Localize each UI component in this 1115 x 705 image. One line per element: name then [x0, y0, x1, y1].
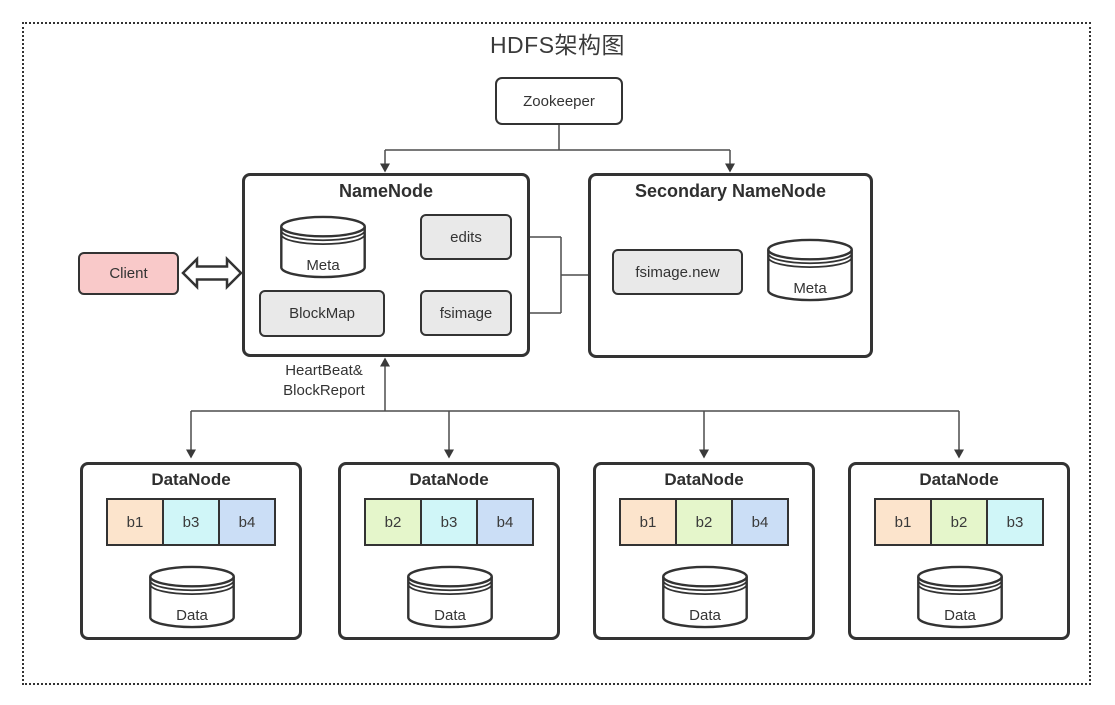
data-label: Data [176, 607, 208, 624]
block-label: b4 [238, 513, 256, 531]
namenode-meta-cylinder: Meta [278, 215, 368, 279]
namenode-box: NameNode Meta edits BlockMap fsimage [242, 173, 530, 357]
block-b1: b1 [106, 498, 164, 546]
datanode-box-3: DataNode b1 b2 b4 Data [593, 462, 815, 640]
block-row: b2 b3 b4 [341, 498, 557, 546]
namenode-meta-label: Meta [306, 257, 340, 274]
block-row: b1 b2 b3 [851, 498, 1067, 546]
datanode-title: DataNode [409, 470, 489, 489]
block-b3: b3 [162, 498, 220, 546]
secondary-meta-label: Meta [793, 280, 827, 297]
data-cylinder: Data [915, 565, 1005, 629]
block-label: b3 [440, 513, 458, 531]
block-b3: b3 [420, 498, 478, 546]
block-label: b2 [384, 513, 402, 531]
fsimage-new-box: fsimage.new [612, 249, 743, 295]
zookeeper-label: Zookeeper [523, 92, 595, 110]
block-label: b2 [950, 513, 968, 531]
data-cylinder: Data [405, 565, 495, 629]
block-label: b1 [126, 513, 144, 531]
data-label: Data [689, 607, 721, 624]
block-b1: b1 [619, 498, 677, 546]
block-label: b3 [1006, 513, 1024, 531]
block-label: b1 [639, 513, 657, 531]
fsimage-box: fsimage [420, 290, 512, 336]
block-label: b4 [496, 513, 514, 531]
datanode-title: DataNode [664, 470, 744, 489]
data-label: Data [944, 607, 976, 624]
block-b4: b4 [731, 498, 789, 546]
block-row: b1 b2 b4 [596, 498, 812, 546]
zookeeper-node: Zookeeper [495, 77, 623, 125]
datanode-title: DataNode [919, 470, 999, 489]
data-cylinder: Data [147, 565, 237, 629]
secondary-namenode-title: Secondary NameNode [634, 181, 827, 201]
heartbeat-label-line1: HeartBeat& [285, 362, 363, 379]
edits-box: edits [420, 214, 512, 260]
block-b4: b4 [476, 498, 534, 546]
block-label: b4 [751, 513, 769, 531]
datanode-box-1: DataNode b1 b3 b4 Data [80, 462, 302, 640]
heartbeat-label-line2: BlockReport [283, 382, 365, 399]
data-label: Data [434, 607, 466, 624]
block-b4: b4 [218, 498, 276, 546]
data-cylinder: Data [660, 565, 750, 629]
namenode-title: NameNode [338, 181, 434, 201]
client-node: Client [78, 252, 179, 295]
blockmap-box: BlockMap [259, 290, 385, 337]
diagram-title: HDFS架构图 [489, 32, 626, 58]
edits-label: edits [450, 228, 482, 246]
heartbeat-label: HeartBeat& BlockReport [254, 361, 394, 401]
fsimage-new-label: fsimage.new [635, 263, 720, 281]
client-label: Client [109, 265, 148, 282]
secondary-namenode-box: Secondary NameNode fsimage.new Meta [588, 173, 873, 358]
block-label: b1 [894, 513, 912, 531]
datanode-box-2: DataNode b2 b3 b4 Data [338, 462, 560, 640]
diagram-dotted-border [22, 22, 1091, 685]
block-row: b1 b3 b4 [83, 498, 299, 546]
block-label: b3 [182, 513, 200, 531]
block-b3: b3 [986, 498, 1044, 546]
datanode-title: DataNode [151, 470, 231, 489]
block-label: b2 [695, 513, 713, 531]
secondary-meta-cylinder: Meta [765, 238, 855, 302]
fsimage-label: fsimage [439, 304, 493, 322]
blockmap-label: BlockMap [289, 305, 355, 322]
block-b2: b2 [930, 498, 988, 546]
block-b2: b2 [675, 498, 733, 546]
block-b1: b1 [874, 498, 932, 546]
datanode-box-4: DataNode b1 b2 b3 Data [848, 462, 1070, 640]
block-b2: b2 [364, 498, 422, 546]
